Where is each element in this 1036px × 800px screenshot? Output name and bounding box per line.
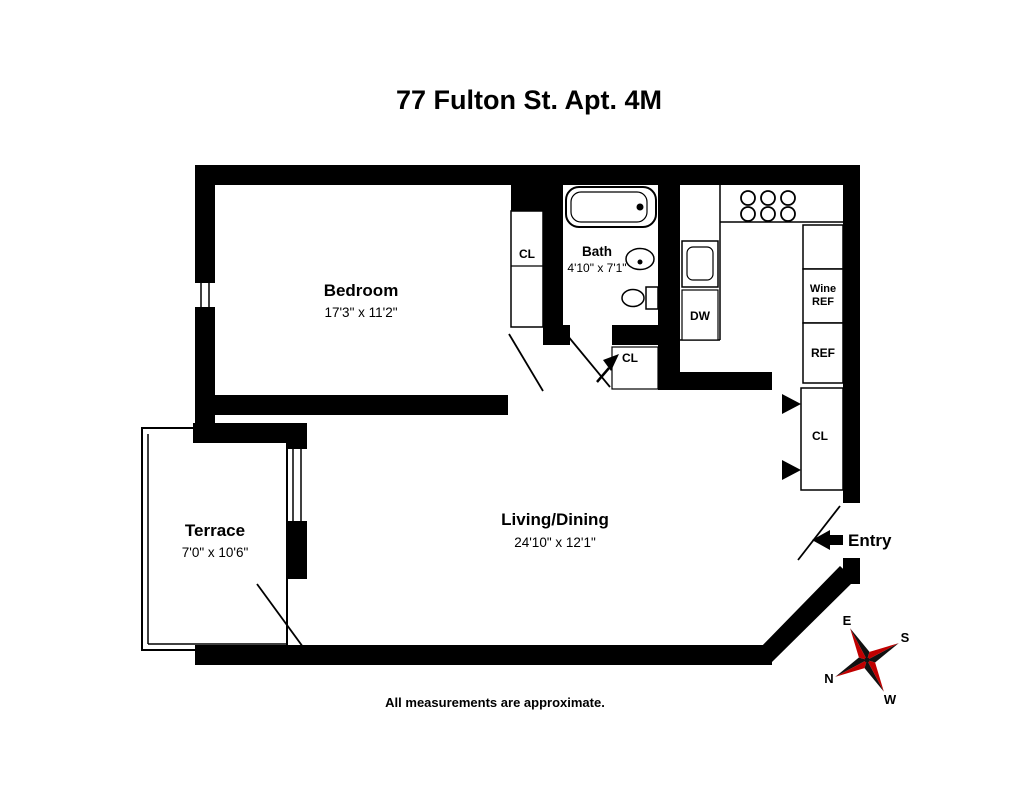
entry: Entry bbox=[812, 530, 892, 550]
toilet-tank bbox=[645, 286, 659, 310]
entry-closet: CL bbox=[782, 387, 844, 491]
door-swings bbox=[256, 333, 841, 648]
entry-arrow-icon bbox=[812, 530, 843, 550]
wall-segment bbox=[658, 185, 680, 390]
bath-sink bbox=[625, 247, 655, 271]
window-left-bedroom bbox=[200, 283, 210, 307]
refrigerator-label: REF bbox=[811, 346, 835, 360]
toilet-bowl bbox=[621, 288, 645, 308]
stove-burners bbox=[740, 190, 796, 222]
wall-segment bbox=[195, 395, 508, 415]
bath-door-swing bbox=[566, 334, 611, 388]
bath-dims: 4'10" x 7'1" bbox=[567, 261, 626, 275]
bathtub-inner bbox=[570, 191, 648, 223]
bedroom-dims: 17'3" x 11'2" bbox=[324, 305, 397, 320]
compass-west-label: W bbox=[884, 692, 897, 707]
refrigerator-box bbox=[802, 322, 844, 384]
room-labels: Bedroom 17'3" x 11'2" Terrace 7'0" x 10'… bbox=[182, 281, 609, 560]
wall-segment bbox=[543, 325, 570, 345]
kitchen-counter-box bbox=[802, 224, 844, 270]
wall-segment bbox=[658, 372, 772, 390]
bedroom-label: Bedroom bbox=[324, 281, 399, 300]
bathtub bbox=[565, 186, 657, 228]
burner bbox=[740, 190, 756, 206]
terrace-door-swing bbox=[256, 583, 304, 648]
burner bbox=[780, 206, 796, 222]
compass-point bbox=[835, 657, 867, 677]
bedroom-closet-label: CL bbox=[519, 247, 535, 261]
entry-label: Entry bbox=[848, 531, 892, 550]
compass-point bbox=[850, 628, 870, 660]
wine-ref-label-line1: Wine bbox=[810, 283, 836, 295]
wall-segment bbox=[193, 423, 307, 443]
terrace-outline bbox=[141, 427, 288, 651]
kitchen: DW Wine REF REF bbox=[680, 185, 844, 384]
bathtub-faucet bbox=[636, 203, 644, 211]
bath-label: Bath bbox=[582, 244, 612, 259]
bedroom-closet: CL bbox=[510, 210, 544, 328]
compass-point bbox=[864, 660, 884, 692]
wall-segment bbox=[843, 185, 860, 503]
wall-segment bbox=[511, 185, 543, 211]
closet-door-indicator bbox=[782, 394, 801, 414]
kitchen-sink-counter bbox=[681, 240, 719, 288]
kitchen-sink-basin bbox=[686, 246, 714, 281]
compass-rose: E S N W bbox=[824, 613, 910, 707]
burner bbox=[780, 190, 796, 206]
hall-closet-label: CL bbox=[622, 351, 638, 365]
bathroom: Bath 4'10" x 7'1" bbox=[565, 186, 659, 310]
hall-closet-arrow-head bbox=[603, 354, 619, 371]
terrace-label: Terrace bbox=[185, 521, 245, 540]
compass-south-label: S bbox=[901, 630, 910, 645]
burner bbox=[740, 206, 756, 222]
wall-segment bbox=[195, 185, 215, 283]
entry-door-swing bbox=[797, 505, 841, 561]
dishwasher-label: DW bbox=[690, 309, 711, 323]
terrace-dims: 7'0" x 10'6" bbox=[182, 545, 249, 560]
compass-point bbox=[867, 643, 899, 663]
entry-closet-label: CL bbox=[812, 429, 828, 443]
page-title: 77 Fulton St. Apt. 4M bbox=[396, 85, 662, 115]
walls bbox=[193, 165, 860, 665]
living-dining-label: Living/Dining bbox=[501, 510, 609, 529]
compass-east-label: E bbox=[843, 613, 852, 628]
burner bbox=[760, 206, 776, 222]
bedroom-closet-box bbox=[510, 210, 544, 328]
compass-center bbox=[864, 657, 870, 663]
terrace-border bbox=[141, 427, 288, 651]
bath-sink-drain bbox=[637, 259, 643, 265]
wall-angled-entry bbox=[758, 566, 855, 662]
window-terrace-wall bbox=[292, 449, 302, 521]
wall-segment bbox=[195, 165, 860, 185]
closet-door-indicator bbox=[782, 460, 801, 480]
bedroom-door-swing bbox=[508, 333, 544, 392]
living-dining-dims: 24'10" x 12'1" bbox=[514, 535, 596, 550]
hall-closet-arrow-shaft bbox=[596, 367, 610, 383]
wine-ref-box bbox=[802, 268, 844, 324]
wine-ref-label-line2: REF bbox=[812, 296, 834, 308]
wall-segment bbox=[195, 645, 772, 665]
burner bbox=[760, 190, 776, 206]
entry-closet-box bbox=[800, 387, 844, 491]
compass-north-label: N bbox=[824, 671, 833, 686]
dishwasher-box bbox=[681, 289, 719, 341]
hall-closet: CL bbox=[596, 346, 659, 390]
wall-segment bbox=[287, 521, 307, 579]
wall-segment bbox=[543, 185, 563, 333]
footer-note: All measurements are approximate. bbox=[385, 695, 605, 710]
